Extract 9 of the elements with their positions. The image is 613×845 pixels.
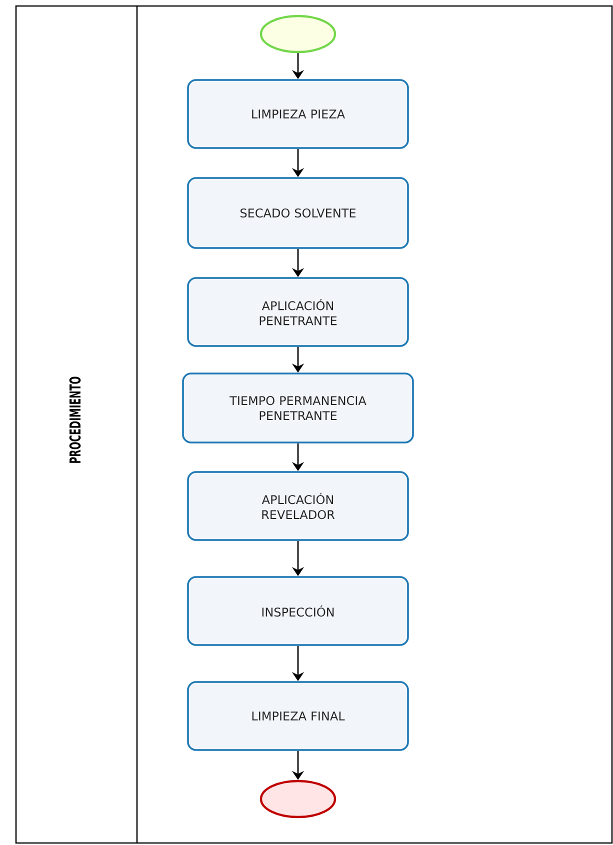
- task-box: INSPECCIÓN: [187, 576, 409, 646]
- task-box: LIMPIEZA FINAL: [187, 681, 409, 751]
- task-box: APLICACIÓN REVELADOR: [187, 471, 409, 541]
- task-box: LIMPIEZA PIEZA: [187, 79, 409, 149]
- task-box: SECADO SOLVENTE: [187, 177, 409, 249]
- task-box: APLICACIÓN PENETRANTE: [187, 277, 409, 347]
- task-box: TIEMPO PERMANENCIA PENETRANTE: [182, 372, 414, 444]
- end-event-circle: [260, 780, 336, 818]
- start-event-circle: [260, 14, 336, 54]
